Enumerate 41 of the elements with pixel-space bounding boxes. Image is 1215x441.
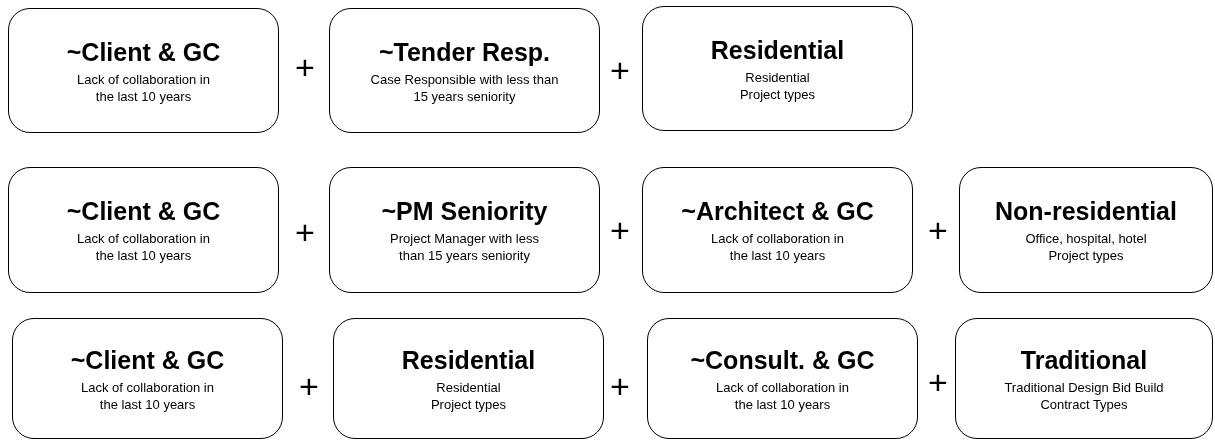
box-title: ~Tender Resp.: [378, 36, 551, 67]
box-description: Lack of collaboration in the last 10 years: [76, 70, 211, 105]
box-description: Lack of collaboration in the last 10 years: [710, 230, 845, 264]
box-title: Traditional: [1020, 344, 1148, 375]
plus-sign: +: [610, 369, 630, 403]
box-title: ~PM Seniority: [381, 196, 548, 226]
box-title: Residential: [401, 344, 536, 375]
box-description: Residential Project types: [738, 68, 817, 103]
box-title: ~Consult. & GC: [690, 344, 875, 375]
box-title: ~Architect & GC: [681, 196, 874, 226]
rounded-box: [955, 318, 1213, 439]
rounded-box: [329, 8, 600, 133]
box-description: Lack of collaboration in the last 10 years: [76, 230, 211, 264]
plus-sign: +: [610, 53, 630, 87]
rounded-box: [333, 318, 604, 439]
box-description: Residential Project types: [429, 378, 508, 413]
box-description: Project Manager with less than 15 years seniority: [389, 230, 540, 264]
box-title: ~Client & GC: [66, 196, 221, 226]
rounded-box: [12, 318, 283, 439]
plus-sign: +: [299, 369, 319, 403]
rounded-box: [8, 8, 279, 133]
box-title: ~Client & GC: [66, 36, 221, 67]
box-description: Office, hospital, hotel Project types: [1024, 230, 1148, 264]
rounded-box: [642, 167, 913, 293]
box-description: Case Responsible with less than 15 years seniority: [369, 70, 560, 105]
box-description: Lack of collaboration in the last 10 years: [80, 378, 215, 413]
box-title: ~Client & GC: [70, 344, 225, 375]
plus-sign: +: [928, 213, 948, 247]
plus-sign: +: [928, 365, 948, 399]
plus-sign: +: [610, 213, 630, 247]
rounded-box: [8, 167, 279, 293]
rounded-box: [959, 167, 1213, 293]
rounded-box: [642, 6, 913, 131]
plus-sign: +: [295, 50, 315, 84]
box-description: Traditional Design Bid Build Contract Types: [1003, 378, 1165, 413]
box-description: Lack of collaboration in the last 10 years: [715, 378, 850, 413]
plus-sign: +: [295, 215, 315, 249]
rounded-box: [329, 167, 600, 293]
box-title: Non-residential: [995, 196, 1177, 226]
box-title: Residential: [710, 34, 845, 65]
rounded-box: [647, 318, 918, 439]
